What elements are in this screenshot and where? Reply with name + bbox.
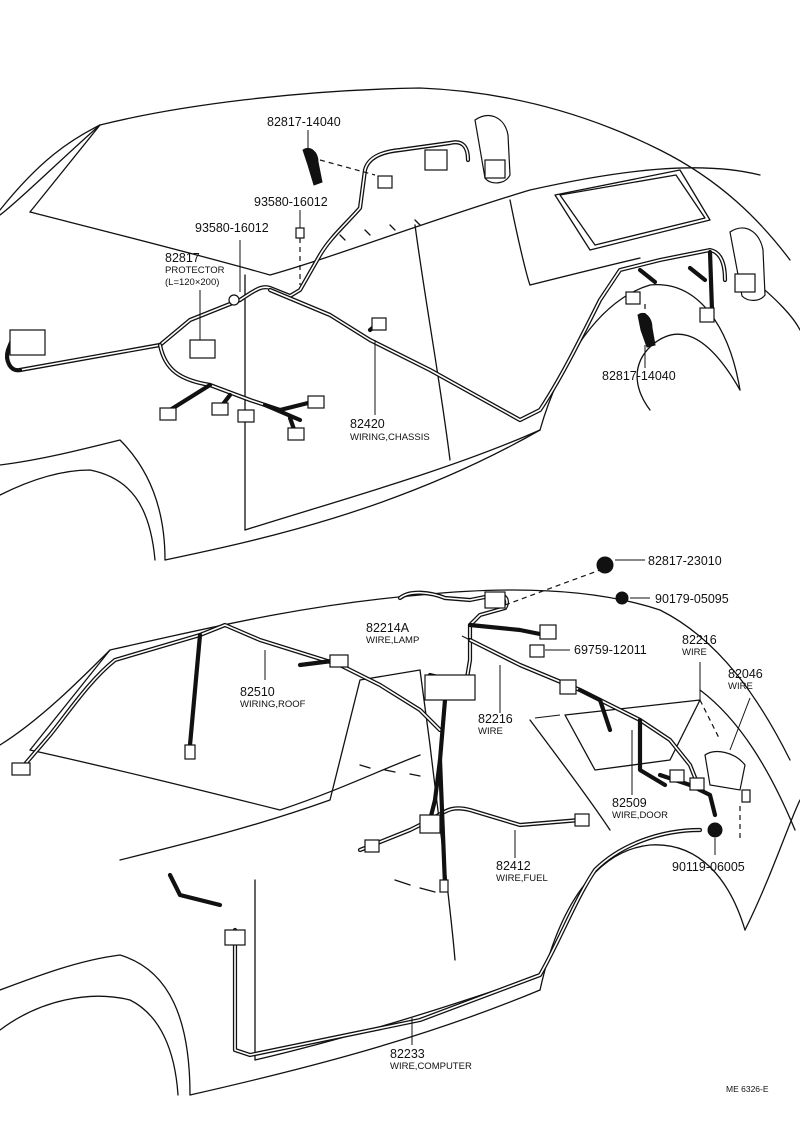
- computer-connector: [224, 929, 246, 946]
- upper-connector-h: [424, 149, 448, 171]
- label-82233: 82233: [390, 1047, 425, 1061]
- desc-wire-fuel: WIRE,FUEL: [496, 873, 548, 884]
- desc-wire-lamp: WIRE,LAMP: [366, 635, 419, 646]
- roof-connector-pillar: [184, 744, 196, 760]
- upper-connector-b: [211, 402, 229, 416]
- label-82817-protector: 82817: [165, 251, 200, 265]
- grommet-93580-b: [228, 294, 240, 306]
- connector-69759: [529, 644, 545, 658]
- wire-82046-end: [741, 789, 751, 803]
- label-82214a: 82214A: [366, 621, 410, 635]
- roof-connector-front: [11, 762, 31, 776]
- upper-connector-l: [734, 273, 756, 293]
- grommet-90179: [615, 591, 629, 605]
- upper-chassis-harness: [5, 140, 756, 441]
- desc-protector: PROTECTOR: [165, 265, 225, 276]
- upper-body-outline: [0, 87, 800, 561]
- label-90119-06005: 90119-06005: [672, 860, 745, 874]
- lamp-connector-cluster: [424, 674, 476, 701]
- pillar-connector: [439, 879, 449, 893]
- label-82420: 82420: [350, 417, 385, 431]
- desc-wire-door: WIRE,DOOR: [612, 810, 668, 821]
- desc-protector-size: (L=120×200): [165, 277, 219, 288]
- label-93580-16012-b: 93580-16012: [195, 221, 269, 235]
- label-82817-14040-upper: 82817-14040: [267, 115, 341, 129]
- desc-wiring-chassis: WIRING,CHASSIS: [350, 432, 430, 443]
- label-82509: 82509: [612, 796, 647, 810]
- lower-labels: 82817-23010 90179-05095 82214A WIRE,LAMP…: [240, 554, 763, 1072]
- label-82412: 82412: [496, 859, 531, 873]
- desc-wire-82046: WIRE: [728, 681, 753, 692]
- lower-leaders: [264, 559, 751, 1045]
- body-connector: [364, 839, 380, 853]
- label-82817-14040-rear: 82817-14040: [602, 369, 676, 383]
- lower-harnesses: [11, 556, 751, 1058]
- upper-labels: 82817-14040 93580-16012 93580-16012 8281…: [165, 115, 676, 443]
- protector-pad: [189, 339, 216, 359]
- lamp-socket: [484, 591, 506, 609]
- upper-connector-i: [484, 159, 506, 179]
- clamp-14040-rear: [637, 313, 656, 348]
- upper-connector-e: [307, 395, 325, 409]
- door-connector-a: [669, 769, 685, 783]
- fuel-connector-body: [419, 814, 441, 834]
- clamp-14040-front: [302, 147, 323, 186]
- label-69759-12011: 69759-12011: [574, 643, 647, 657]
- upper-connector-d: [287, 427, 305, 441]
- roof-connector-rear: [329, 654, 349, 668]
- label-82216-lower: 82216: [478, 712, 513, 726]
- upper-connector-k: [699, 307, 715, 323]
- label-82216-upper: 82216: [682, 633, 717, 647]
- desc-wire-computer: WIRE,COMPUTER: [390, 1061, 472, 1072]
- label-93580-16012-a: 93580-16012: [254, 195, 328, 209]
- bolt-90119: [707, 822, 723, 838]
- figure-reference-code: ME 6326-E: [726, 1084, 769, 1094]
- upper-connector-c: [237, 409, 255, 423]
- upper-connector-j: [625, 291, 641, 305]
- upper-leaders: [199, 130, 646, 415]
- front-connector: [9, 329, 46, 356]
- upper-connector-g: [377, 175, 393, 189]
- fuel-connector-end: [574, 813, 590, 827]
- upper-connector-a: [159, 407, 177, 421]
- label-82510: 82510: [240, 685, 275, 699]
- grommet-93580-a: [295, 227, 305, 239]
- label-82817-23010: 82817-23010: [648, 554, 722, 568]
- door-connector-b: [689, 777, 705, 791]
- wire-connector-mid: [559, 679, 577, 695]
- label-82046: 82046: [728, 667, 763, 681]
- label-90179-05095: 90179-05095: [655, 592, 729, 606]
- desc-wiring-roof: WIRING,ROOF: [240, 699, 306, 710]
- clip-82817-23010: [596, 556, 614, 574]
- desc-wire-82216-upper: WIRE: [682, 647, 707, 658]
- desc-wire-82216-lower: WIRE: [478, 726, 503, 737]
- lower-body-outline: [0, 589, 800, 1096]
- lamp-connector-side: [539, 624, 557, 640]
- upper-connector-f: [371, 317, 387, 331]
